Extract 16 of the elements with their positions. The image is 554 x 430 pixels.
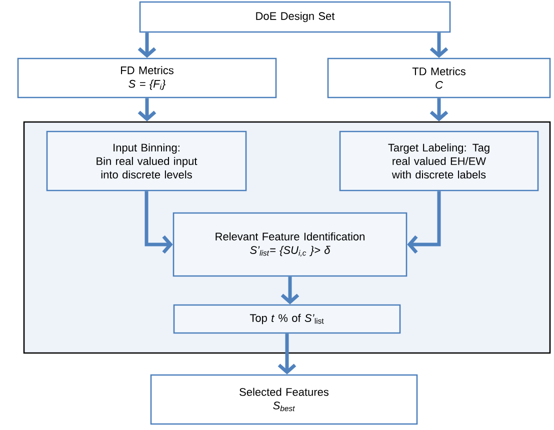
process-box: Top t % of S’$_{list}$ xyxy=(173,304,401,334)
arrow xyxy=(430,32,448,58)
arrow xyxy=(278,334,296,374)
arrow xyxy=(138,32,156,58)
process-box: FD Metrics S = {F$_{i}$} xyxy=(17,58,277,98)
arrow xyxy=(407,191,441,254)
process-box: Selected Features S$_{best}$ xyxy=(150,374,418,425)
process-box: Input Binning: Bin real valued input into discrete levels xyxy=(46,130,247,192)
process-box: DoE Design Set xyxy=(139,1,451,33)
arrow xyxy=(138,98,156,122)
arrow xyxy=(144,191,173,254)
arrow xyxy=(280,276,300,304)
process-box: TD Metrics C xyxy=(327,58,551,98)
arrow xyxy=(430,98,448,122)
process-box: Target Labeling: Tag real valued EH/EW with discrete labels xyxy=(339,130,539,192)
process-box: Relevant Feature Identification S’$_{list}$= {SU$_{i,c}$ }> δ xyxy=(172,212,408,277)
